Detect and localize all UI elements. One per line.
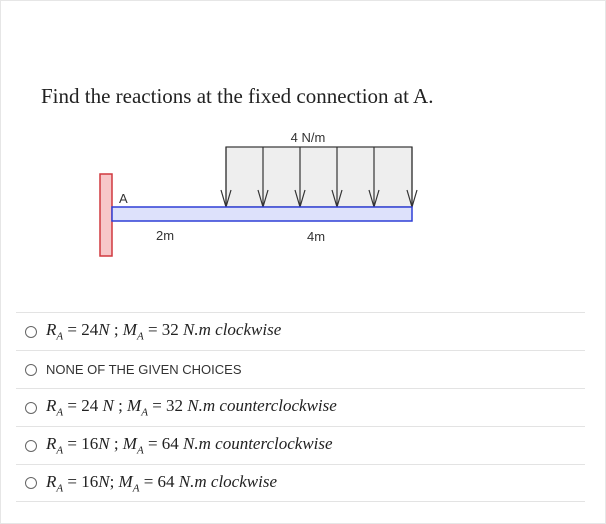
option-5-text: RA = 16N; MA = 64 N.m clockwise [46, 471, 277, 495]
span2-label: 4m [307, 229, 325, 244]
option-4-text: RA = 16N ; MA = 64 N.m counterclockwise [46, 434, 333, 457]
radio-button[interactable] [25, 477, 37, 489]
beam [111, 206, 413, 222]
question-text: Find the reactions at the fixed connecti… [41, 84, 434, 108]
answer-options: RA = 24N ; MA = 32 N.m clockwise NONE OF… [16, 312, 585, 502]
option-2-text: NONE OF THE GIVEN CHOICES [46, 362, 242, 377]
option-1-text: RA = 24N ; MA = 32 N.m clockwise [46, 320, 282, 343]
option-3[interactable]: RA = 24 N ; MA = 32 N.m counterclockwise [16, 388, 585, 426]
load-label: 4 N/m [291, 130, 326, 145]
option-3-text: RA = 24 N ; MA = 32 N.m counterclockwise [46, 396, 337, 419]
radio-button[interactable] [25, 325, 37, 338]
option-4[interactable]: RA = 16N ; MA = 64 N.m counterclockwise [16, 426, 585, 464]
option-2[interactable]: NONE OF THE GIVEN CHOICES [16, 350, 585, 388]
radio-button[interactable] [25, 363, 37, 376]
radio-button[interactable] [25, 401, 37, 414]
option-5[interactable]: RA = 16N; MA = 64 N.m clockwise [16, 464, 585, 502]
distributed-load-box [225, 146, 413, 208]
option-1[interactable]: RA = 24N ; MA = 32 N.m clockwise [16, 312, 585, 350]
span1-label: 2m [156, 228, 174, 243]
radio-button[interactable] [25, 439, 37, 452]
beam-diagram: 4 N/m A 2m 4m [99, 130, 418, 257]
fixed-wall [99, 173, 113, 257]
support-label: A [119, 191, 128, 206]
